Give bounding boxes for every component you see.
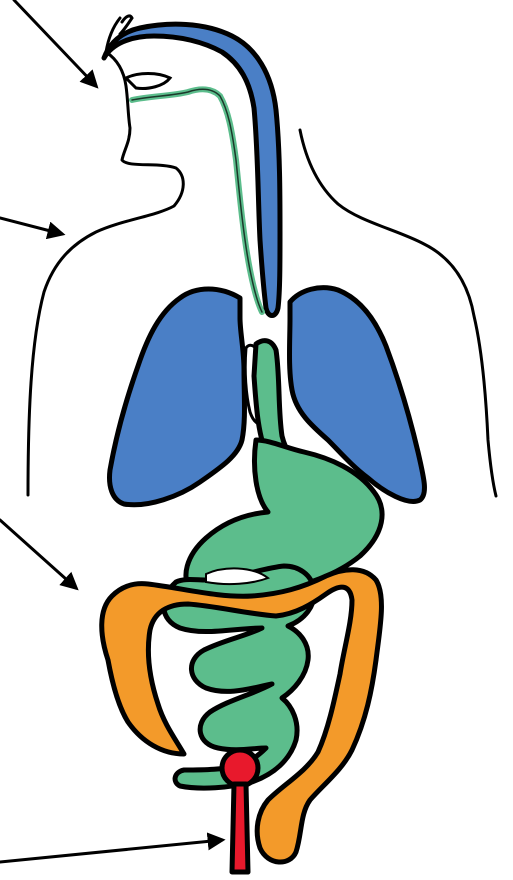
- respiratory-tract: [104, 16, 280, 316]
- arrow-to-rectum: [0, 840, 222, 862]
- nasal-cavity-and-trachea: [104, 24, 280, 315]
- rectum: [222, 750, 258, 872]
- pharynx-green-strip: [132, 89, 262, 312]
- arrow-to-shoulder: [0, 218, 62, 234]
- left-lung: [110, 289, 245, 505]
- rectum-bulb: [222, 750, 258, 786]
- anal-canal: [232, 784, 248, 872]
- mouth-opening: [126, 74, 170, 89]
- arrow-to-intestine: [0, 520, 76, 588]
- arrow-to-mouth: [14, 0, 96, 86]
